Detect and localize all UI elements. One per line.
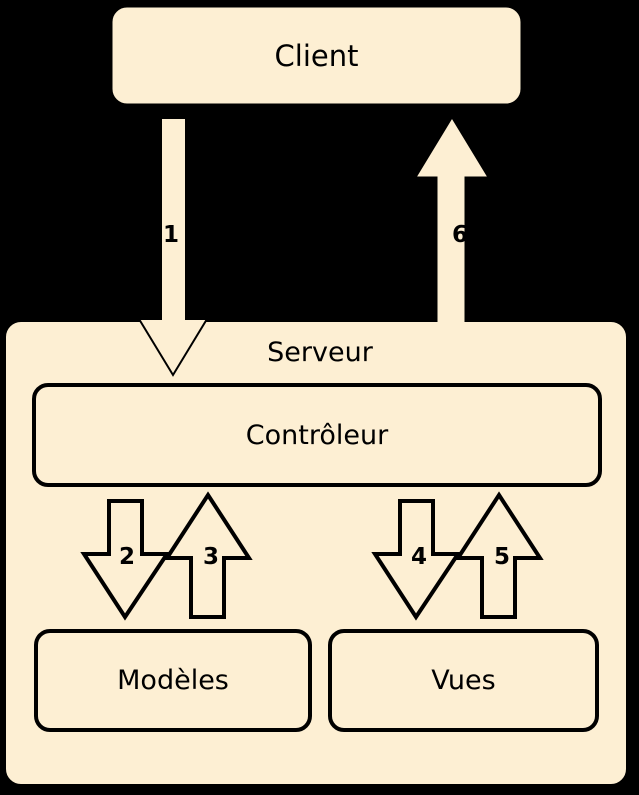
arrow-4-shape[interactable]	[371, 499, 462, 621]
node-controleur[interactable]	[32, 383, 602, 487]
arrow-6-shape[interactable]	[417, 119, 487, 374]
arrow-3-shape[interactable]	[163, 491, 253, 619]
arrow-2-shape[interactable]	[80, 499, 171, 621]
node-client[interactable]	[112, 7, 521, 104]
arrow-5-shape[interactable]	[454, 491, 544, 619]
node-vues[interactable]	[328, 629, 599, 732]
arrow-1-shape[interactable]	[137, 117, 209, 377]
node-modeles[interactable]	[34, 629, 312, 732]
